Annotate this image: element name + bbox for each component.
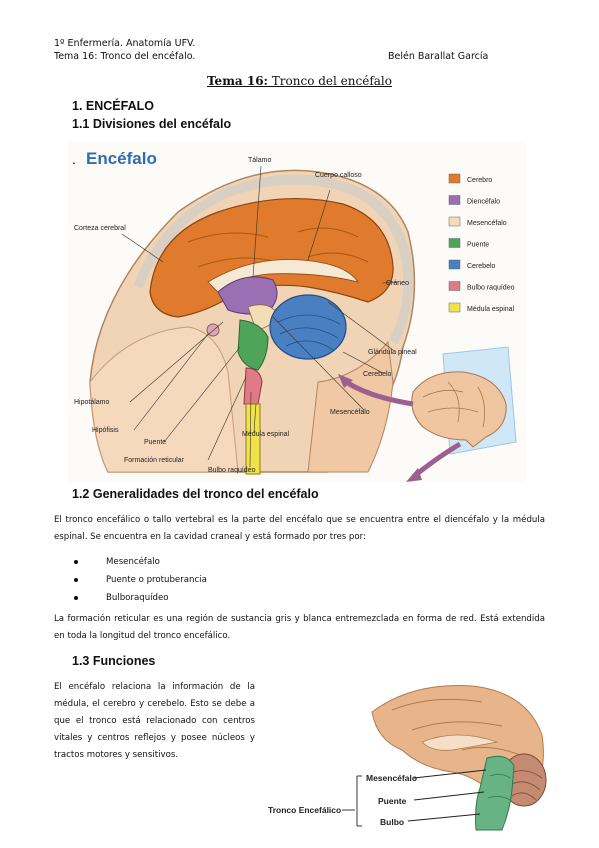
label-glandula: Glándula pineal — [368, 349, 417, 356]
legend-label: Médula espinal — [467, 306, 515, 313]
bullet-icon — [74, 596, 78, 600]
legend-label: Diencéfalo — [467, 199, 500, 206]
legend-label: Bulbo raquídeo — [467, 285, 515, 292]
label-tronco-encefalico: Tronco Encefálico — [268, 805, 341, 815]
legend-swatch — [448, 259, 461, 270]
cerebelo-region — [269, 294, 347, 360]
label-medula: Médula espinal — [242, 431, 290, 438]
label-bulbo: Bulbo raquídeo — [208, 467, 256, 474]
label-cuerpo-calloso: Cuerpo calloso — [315, 172, 362, 179]
skull-bone — [133, 174, 414, 345]
encefalo-figure: Encéfalo . Tálamo Cuerpo cal — [68, 142, 526, 482]
bullet-icon — [74, 560, 78, 564]
cerebro-region — [149, 197, 394, 318]
legend-swatch — [448, 195, 461, 205]
label-hipofisis: Hipófisis — [92, 427, 119, 434]
page-title: Tema 16: Tronco del encéfalo — [0, 74, 599, 88]
figure-legend: CerebroDiencéfaloMesencéfaloPuenteCerebe… — [448, 173, 515, 313]
label-craneo: Cráneo — [386, 280, 409, 287]
label-talamo: Tálamo — [248, 157, 271, 164]
section-1-1-heading: 1.1 Divisiones del encéfalo — [72, 117, 232, 131]
figure-title: Encéfalo — [86, 149, 157, 168]
section-1-2-paragraph-1: El tronco encefálico o tallo vertebral e… — [54, 515, 545, 542]
list-item: Mesencéfalo — [72, 553, 207, 571]
label-cerebelo: Cerebelo — [363, 371, 392, 378]
header-author: Belén Barallat García — [388, 51, 489, 62]
medula-region — [245, 403, 261, 475]
legend-label: Puente — [467, 242, 489, 249]
list-item: Puente o protuberancia — [72, 571, 207, 589]
legend-swatch — [448, 216, 461, 227]
legend-swatch — [448, 302, 461, 313]
section-1-heading: 1. ENCÉFALO — [72, 99, 154, 113]
page-title-rest: Tronco del encéfalo — [267, 74, 392, 88]
section-1-3-paragraph: El encéfalo relaciona la información de … — [54, 682, 255, 760]
section-1-2-paragraph-2: La formación reticular es una región de … — [54, 614, 545, 641]
legend-swatch — [448, 173, 461, 184]
section-1-2-heading: 1.2 Generalidades del tronco del encéfal… — [72, 487, 319, 501]
list-item: Bulboraquídeo — [72, 589, 207, 607]
tronco-shape — [475, 755, 515, 831]
label-puente: Puente — [144, 439, 166, 446]
label-fig2-puente: Puente — [378, 796, 407, 806]
legend-label: Cerebro — [467, 177, 492, 184]
legend-swatch — [448, 238, 461, 248]
bulbo-region — [243, 367, 263, 405]
bullet-icon — [74, 578, 78, 582]
svg-text:.: . — [72, 151, 76, 167]
label-fig2-bulbo: Bulbo — [380, 817, 404, 827]
legend-swatch — [448, 281, 461, 291]
header-line-2: Tema 16: Tronco del encéfalo. — [54, 51, 196, 62]
section-1-3-heading: 1.3 Funciones — [72, 654, 156, 668]
header-line-1: 1º Enfermería. Anatomía UFV. — [54, 38, 196, 49]
label-fig2-mesencefalo: Mesencéfalo — [366, 773, 417, 783]
legend-label: Cerebelo — [467, 263, 496, 270]
legend-label: Mesencéfalo — [467, 220, 507, 227]
label-hipotalamo: Hipotálamo — [74, 399, 110, 406]
puente-region — [237, 319, 269, 371]
tronco-figure: Tronco Encefálico Mesencéfalo Puente Bul… — [262, 680, 547, 834]
label-corteza: Corteza cerebral — [74, 225, 126, 232]
tronco-parts-list: Mesencéfalo Puente o protuberancia Bulbo… — [72, 553, 207, 607]
label-formacion: Formación reticular — [124, 457, 185, 464]
label-mesencefalo: Mesencéfalo — [330, 409, 370, 416]
page-title-strong: Tema 16: — [207, 74, 268, 88]
